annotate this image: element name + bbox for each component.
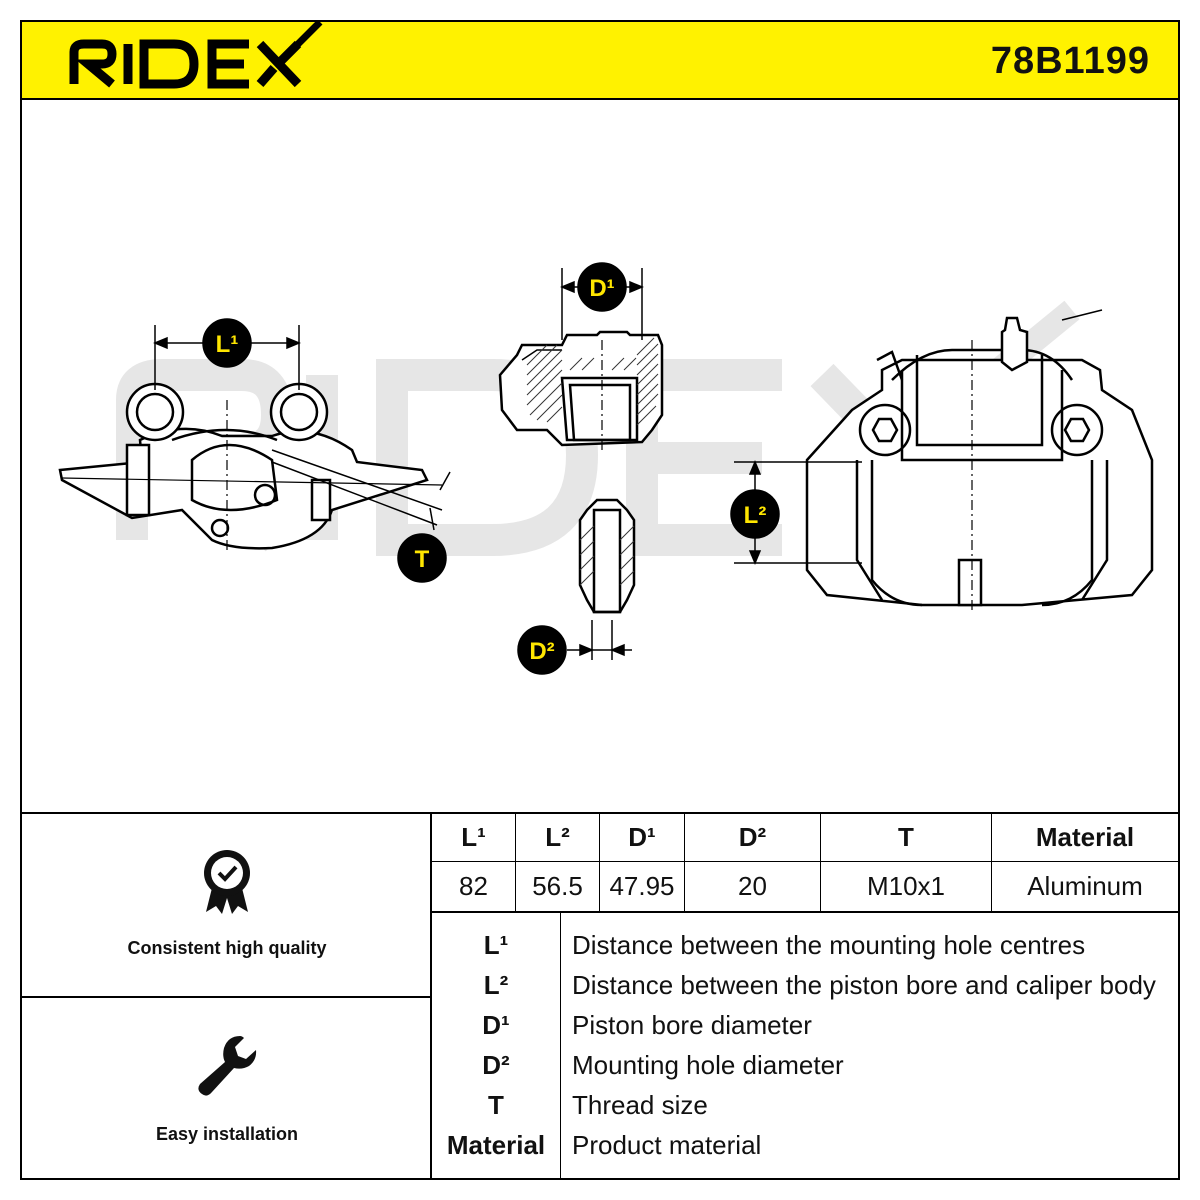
legend-desc-l2: Distance between the piston bore and cal…: [572, 970, 1156, 1000]
d2-badge-label: D²: [529, 638, 554, 665]
outer-frame: [20, 20, 1180, 1180]
mounting-bushing-section: [578, 498, 636, 660]
t-dimension: [397, 471, 451, 583]
feature-quality: Consistent high quality: [22, 848, 432, 959]
spec-col-sep-1: [515, 812, 516, 912]
section-divider: [20, 812, 1180, 814]
spec-header-material: Material: [1035, 822, 1135, 852]
spec-col-sep-4: [820, 812, 821, 912]
spec-table-bottom: [430, 911, 1180, 913]
spec-header-line: [430, 861, 1180, 862]
caliper-front-view: [805, 309, 1154, 610]
ridex-logo: [69, 22, 323, 89]
d1-badge-label: D¹: [589, 275, 614, 302]
legend-desc-material: Product material: [572, 1130, 762, 1160]
feature-quality-label: Consistent high quality: [127, 938, 327, 958]
technical-drawing: L¹ T D¹: [58, 262, 1154, 675]
spec-header-l2: L²: [545, 822, 570, 852]
spec-value-d1: 47.95: [609, 871, 675, 901]
l2-badge-label: L²: [744, 502, 767, 529]
legend-desc-d1: Piston bore diameter: [572, 1010, 812, 1040]
d2-dimension: [517, 625, 632, 675]
legend-desc-t: Thread size: [572, 1090, 708, 1120]
legend-divider: [560, 912, 561, 1180]
spec-col-sep-2: [599, 812, 600, 912]
spec-col-sep-3: [684, 812, 685, 912]
legend-key-l1: L¹: [483, 930, 509, 960]
legend-desc-l1: Distance between the mounting hole centr…: [572, 930, 1086, 960]
spec-col-sep-5: [991, 812, 992, 912]
spec-header-d1: D¹: [628, 822, 656, 852]
legend-key-t: T: [488, 1090, 504, 1120]
legend-key-d2: D²: [482, 1050, 510, 1080]
spec-value-material: Aluminum: [1027, 871, 1143, 901]
part-number: 78B1199: [990, 40, 1150, 82]
features-row-divider: [20, 996, 432, 998]
spec-header-d2: D²: [738, 822, 767, 852]
legend-key-d1: D¹: [482, 1010, 510, 1040]
l1-dimension: [153, 318, 301, 390]
spec-header-l1: L¹: [461, 822, 486, 852]
t-badge-label: T: [415, 546, 430, 573]
spec-value-t: M10x1: [866, 871, 946, 901]
spec-header-t: T: [898, 822, 914, 852]
legend-key-l2: L²: [483, 970, 509, 1000]
l1-badge-label: L¹: [216, 331, 239, 358]
piston-bore-section: [498, 330, 664, 450]
caliper-side-view: [58, 382, 443, 550]
feature-installation: Easy installation: [22, 1032, 432, 1145]
feature-installation-label: Easy installation: [155, 1124, 299, 1144]
legend-desc-d2: Mounting hole diameter: [572, 1050, 844, 1080]
spec-value-d2: 20: [738, 871, 767, 901]
quality-badge-icon: [204, 850, 250, 914]
legend-key-material: Material: [446, 1130, 546, 1160]
l2-dimension: [730, 460, 862, 565]
spec-value-l2: 56.5: [532, 871, 583, 901]
header-bar: 78B1199: [20, 20, 1180, 100]
spec-value-l1: 82: [459, 871, 488, 901]
wrench-icon: [198, 1036, 257, 1096]
d1-dimension: [560, 262, 644, 340]
